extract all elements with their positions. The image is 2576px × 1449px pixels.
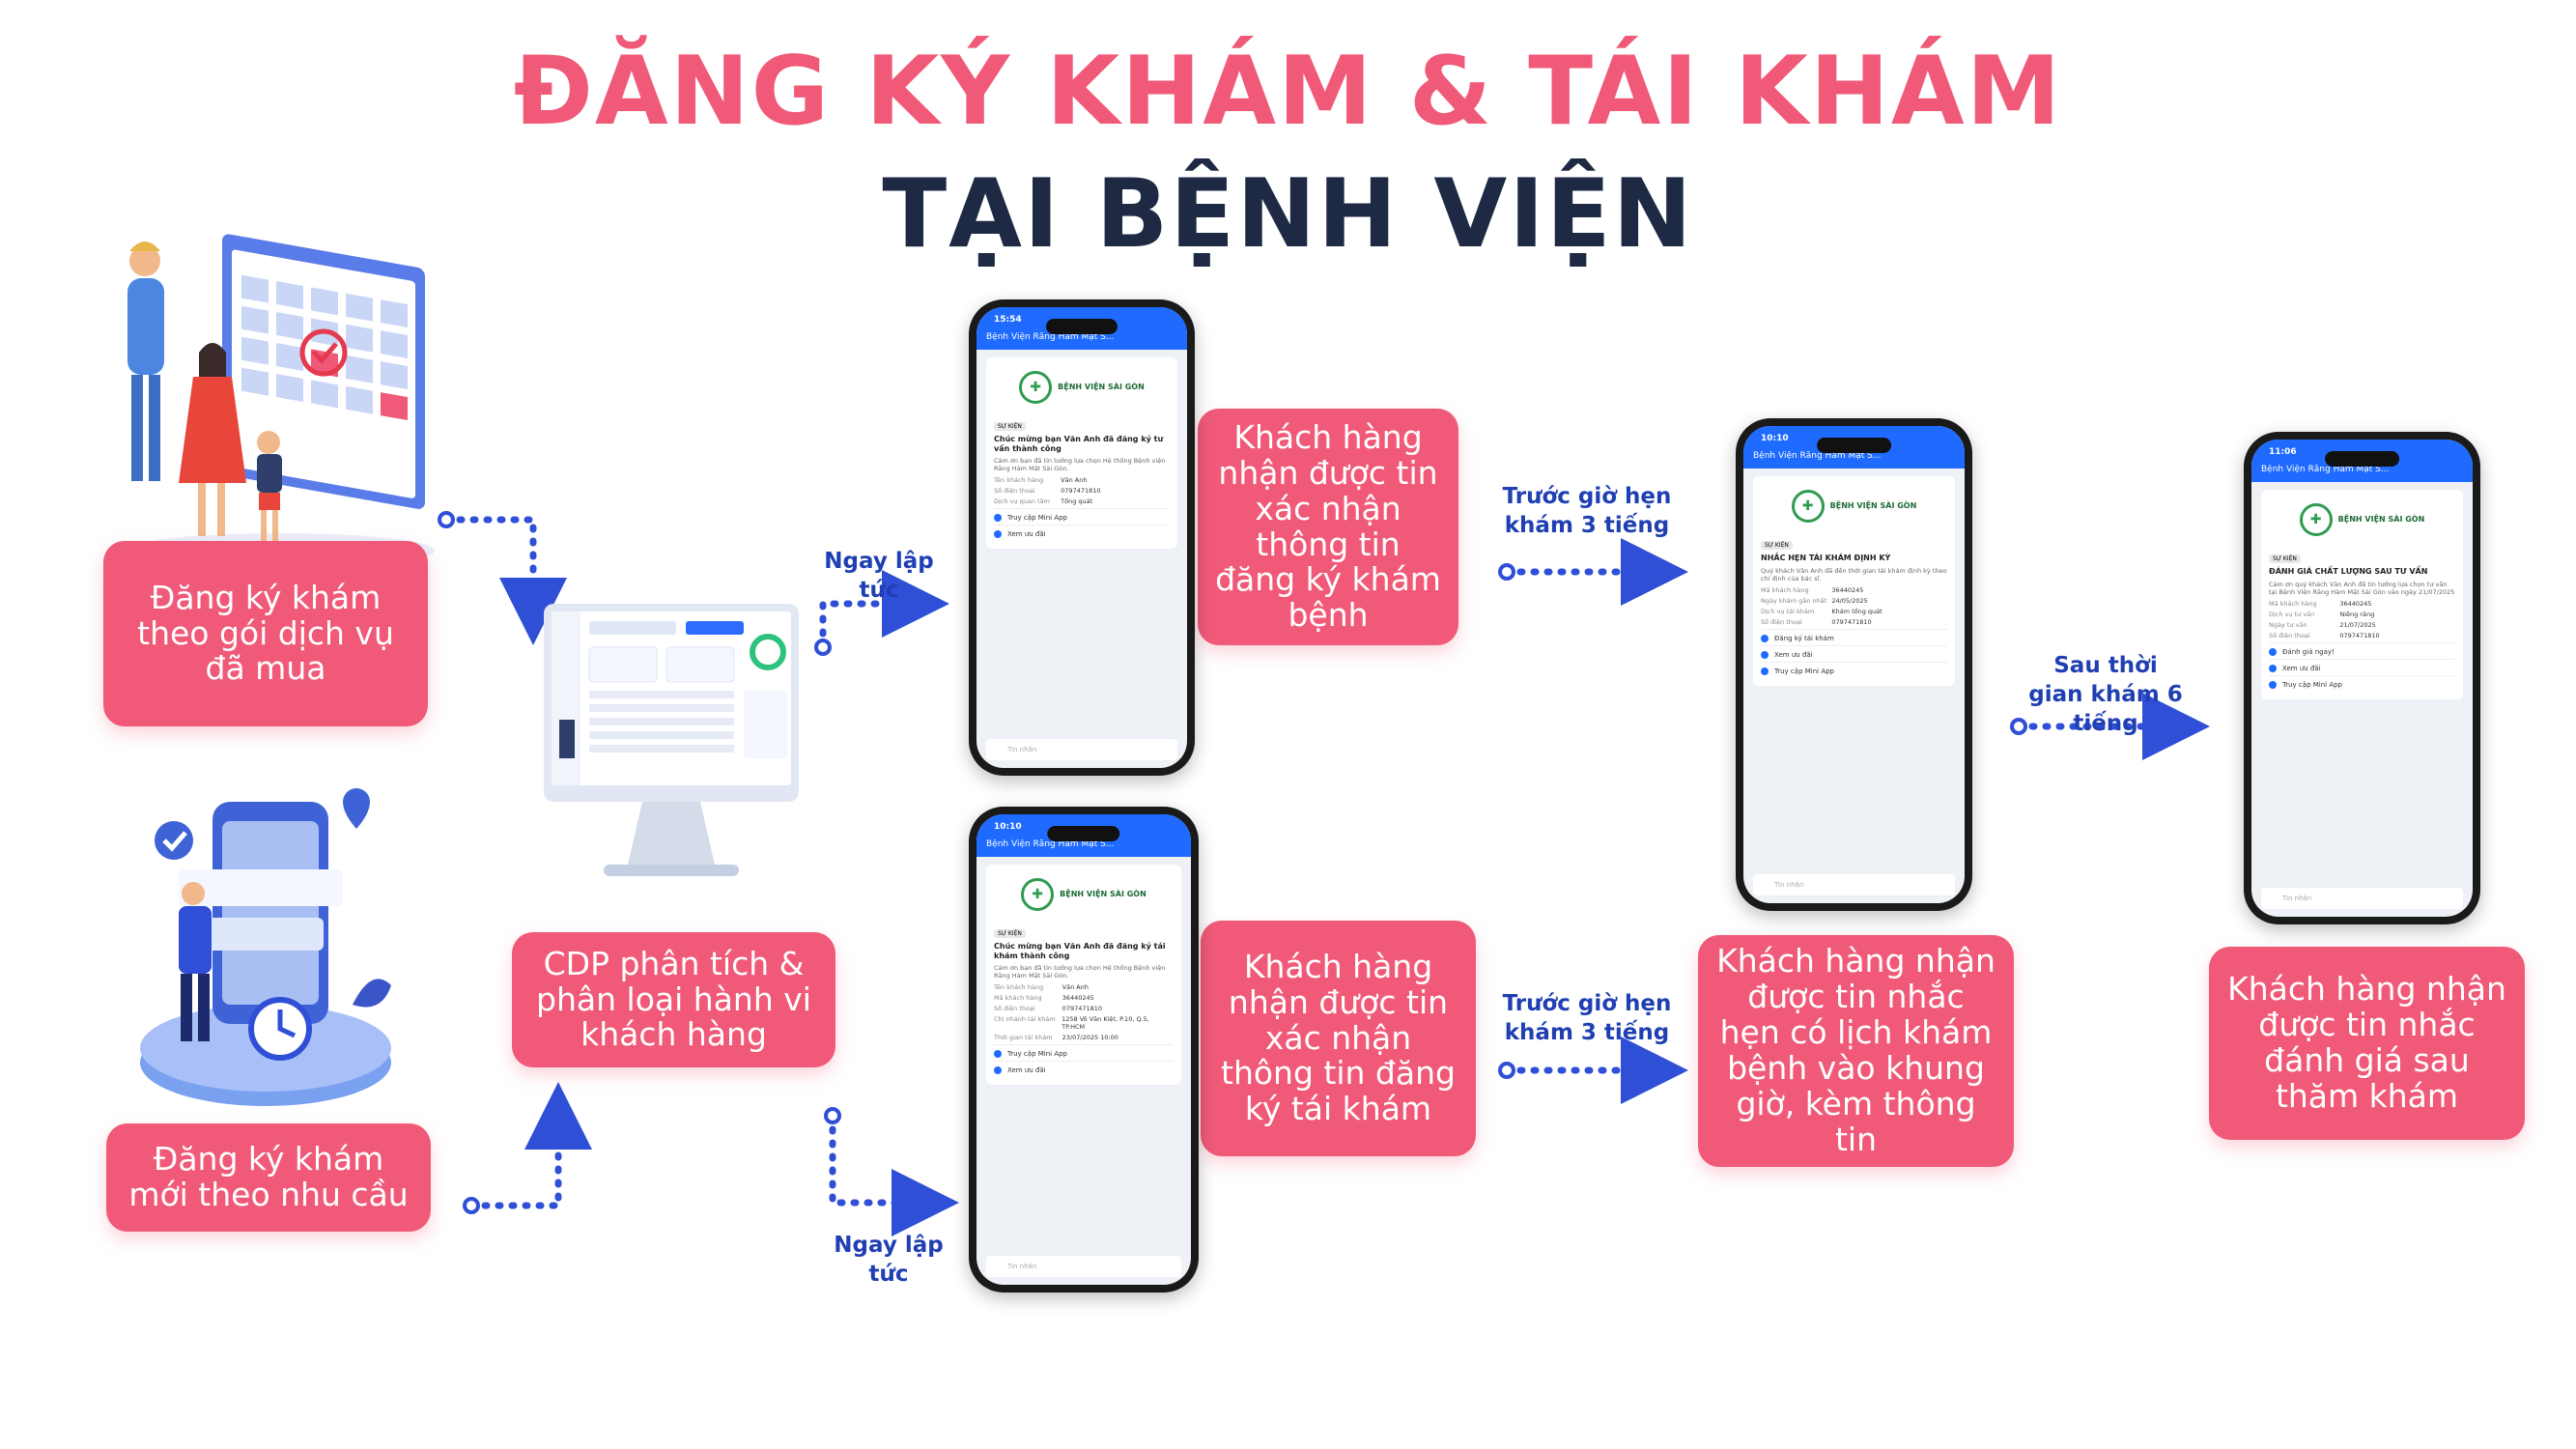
label-after: Sau thời gian khám 6 tiếng <box>2028 653 2183 736</box>
message-title: Chúc mừng bạn Văn Anh đã đăng ký tái khá… <box>994 942 1166 960</box>
eye-icon <box>2269 680 2277 689</box>
message-card: ✚BỆNH VIỆN SÀI GÒN SỰ KIỆN NHẮC HẸN TÁI … <box>1753 476 1955 686</box>
hospital-logo: ✚BỆNH VIỆN SÀI GÒN <box>1761 490 1947 523</box>
offers-button[interactable]: Xem ưu đãi <box>994 525 1170 541</box>
status-time: 10:10 <box>994 822 1022 832</box>
status-time: 10:10 <box>1761 434 1789 443</box>
tooth-icon: ✚ <box>1021 878 1055 911</box>
message-input[interactable]: Tin nhắn <box>1753 874 1955 895</box>
message-title: ĐÁNH GIÁ CHẤT LƯỢNG SAU TƯ VẤN <box>2269 567 2428 576</box>
tooth-icon: ✚ <box>1791 490 1825 523</box>
message-input[interactable]: Tin nhắn <box>986 739 1177 760</box>
offers-button[interactable]: Xem ưu đãi <box>2269 658 2455 675</box>
message-card: ✚BỆNH VIỆN SÀI GÒN SỰ KIỆN Chúc mừng bạn… <box>986 357 1177 550</box>
arrow-new-to-cdp <box>467 1082 592 1209</box>
cdp-monitor-illustration <box>544 604 799 876</box>
arrow-cdp-to-confirm-reexam <box>829 1112 959 1236</box>
chat-name: Bệnh Viện Răng Hàm Mặt S... <box>1753 451 1882 461</box>
mini-app-button[interactable]: Truy cập Mini App <box>994 508 1170 525</box>
phone-confirm-exam: 15:54 Bệnh Viện Răng Hàm Mặt S... ✚BỆNH … <box>969 299 1195 776</box>
tooth-icon: ✚ <box>1019 371 1053 404</box>
event-tag: SỰ KIỆN <box>994 929 1026 938</box>
box-package-registration: Đăng ký khám theo gói dịch vụ đã mua <box>103 541 428 726</box>
box-rating: Khách hàng nhận được tin nhắc đánh giá s… <box>2209 947 2525 1140</box>
message-title: NHẮC HẸN TÁI KHÁM ĐỊNH KỲ <box>1761 554 1891 562</box>
rate-now-button[interactable]: Đánh giá ngay! <box>2269 641 2455 659</box>
box-cdp-analysis: CDP phân tích & phân loại hành vi khách … <box>512 932 835 1067</box>
message-title: Chúc mừng bạn Văn Anh đã đăng ký tư vấn … <box>994 435 1164 453</box>
eye-icon <box>2269 664 2277 672</box>
event-tag: SỰ KIỆN <box>2269 554 2301 563</box>
message-body: Quý khách Văn Anh đã đến thời gian tái k… <box>1761 566 1947 582</box>
arrow-cdp-to-confirm-exam <box>819 570 949 651</box>
offers-button[interactable]: Xem ưu đãi <box>1761 644 1947 662</box>
phone-registration-illustration <box>140 788 391 1106</box>
label-immediate-top: Ngay lập tức <box>824 549 934 603</box>
phone-reminder: 10:10 Bệnh Viện Răng Hàm Mặt S... ✚BỆNH … <box>1736 418 1972 911</box>
chat-name: Bệnh Viện Răng Hàm Mặt S... <box>986 839 1115 849</box>
arrow-package-to-cdp <box>442 516 567 645</box>
title-line-1: ĐĂNG KÝ KHÁM & TÁI KHÁM <box>513 37 2063 147</box>
message-body: Cảm ơn bạn đã tin tưởng lựa chọn Hệ thốn… <box>994 964 1166 980</box>
message-input[interactable]: Tin nhắn <box>2261 888 2463 909</box>
eye-icon <box>994 530 1002 539</box>
eye-icon <box>1761 650 1769 659</box>
hospital-logo: ✚BỆNH VIỆN SÀI GÒN <box>994 371 1170 404</box>
box-confirm-exam: Khách hàng nhận được tin xác nhận thông … <box>1198 409 1458 645</box>
status-time: 15:54 <box>994 315 1022 325</box>
phone-rating: 11:06 Bệnh Viện Răng Hàm Mặt S... ✚BỆNH … <box>2244 432 2480 924</box>
eye-icon <box>994 1066 1002 1075</box>
eye-icon <box>1761 634 1769 642</box>
status-time: 11:06 <box>2269 447 2297 457</box>
label-before-top: Trước giờ hẹn khám 3 tiếng <box>1502 484 1672 538</box>
reexam-register-button[interactable]: Đăng ký tái khám <box>1761 628 1947 645</box>
mini-app-button[interactable]: Truy cập Mini App <box>2269 674 2455 692</box>
message-body: Cảm ơn bạn đã tin tưởng lựa chọn Hệ thốn… <box>994 457 1166 473</box>
message-input[interactable]: Tin nhắn <box>986 1256 1181 1277</box>
mini-app-button[interactable]: Truy cập Mini App <box>1761 661 1947 678</box>
tooth-icon: ✚ <box>2299 503 2333 536</box>
calendar-family-illustration <box>126 234 435 568</box>
offers-button[interactable]: Xem ưu đãi <box>994 1061 1174 1077</box>
box-confirm-reexam: Khách hàng nhận được tin xác nhận thông … <box>1201 921 1476 1156</box>
eye-icon <box>1761 667 1769 675</box>
phone-confirm-reexam: 10:10 Bệnh Viện Răng Hàm Mặt S... ✚BỆNH … <box>969 807 1199 1293</box>
box-reminder: Khách hàng nhận được tin nhắc hẹn có lịc… <box>1698 935 2014 1167</box>
message-body: Cảm ơn quý khách Văn Anh đã tin tưởng lự… <box>2269 580 2455 596</box>
box-new-registration: Đăng ký khám mới theo nhu cầu <box>106 1123 431 1232</box>
label-before-bottom: Trước giờ hẹn khám 3 tiếng <box>1502 991 1672 1045</box>
eye-icon <box>994 514 1002 523</box>
eye-icon <box>994 1050 1002 1059</box>
event-tag: SỰ KIỆN <box>994 422 1026 431</box>
event-tag: SỰ KIỆN <box>1761 541 1793 550</box>
mini-app-button[interactable]: Truy cập Mini App <box>994 1044 1174 1061</box>
hospital-logo: ✚BỆNH VIỆN SÀI GÒN <box>994 878 1174 911</box>
message-card: ✚BỆNH VIỆN SÀI GÒN SỰ KIỆN ĐÁNH GIÁ CHẤT… <box>2261 490 2463 699</box>
label-immediate-bottom: Ngay lập tức <box>834 1233 944 1287</box>
message-card: ✚BỆNH VIỆN SÀI GÒN SỰ KIỆN Chúc mừng bạn… <box>986 865 1181 1086</box>
chat-name: Bệnh Viện Răng Hàm Mặt S... <box>986 332 1115 342</box>
chat-name: Bệnh Viện Răng Hàm Mặt S... <box>2261 465 2390 474</box>
hospital-logo: ✚BỆNH VIỆN SÀI GÒN <box>2269 503 2455 536</box>
title-line-2: TẠI BỆNH VIỆN <box>882 159 1694 270</box>
eye-icon <box>2269 647 2277 656</box>
